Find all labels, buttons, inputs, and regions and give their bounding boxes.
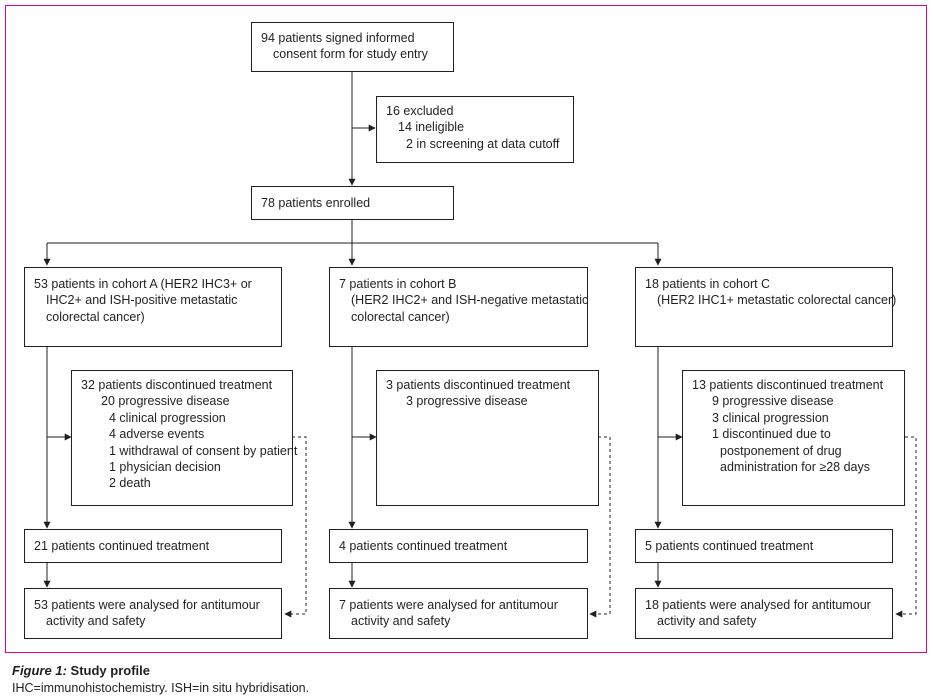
cohort-c-analysed-line-2: activity and safety — [657, 614, 757, 629]
consent-box: 94 patients signed informed consent form… — [251, 22, 454, 72]
consent-line-2: consent form for study entry — [273, 47, 428, 62]
excluded-ineligible: 14 ineligible — [398, 120, 465, 135]
cohort-a-reason: 20 progressive disease — [101, 394, 230, 409]
cohort-c-reason: administration for ≥28 days — [720, 460, 870, 475]
cohort-a-header-1: 53 patients in cohort A (HER2 IHC3+ or — [34, 277, 252, 291]
cohort-a-reason: 1 withdrawal of consent by patient — [109, 443, 298, 458]
consent-line-1: 94 patients signed informed — [261, 31, 415, 45]
cohort-b-header-2: (HER2 IHC2+ and ISH-negative metastatic — [351, 293, 589, 308]
cohort-b-analysed-box: 7 patients were analysed for antitumour … — [329, 588, 588, 639]
cohort-c-reason: postponement of drug — [720, 443, 842, 458]
excluded-in-screening: 2 in screening at data cutoff — [406, 136, 560, 151]
cohort-a-reason: 2 death — [109, 476, 151, 491]
cohort-b-analysed-line-1: 7 patients were analysed for antitumour — [339, 598, 558, 612]
cohort-b-continued-box: 4 patients continued treatment — [329, 529, 588, 563]
cohort-a-discontinued-total: 32 patients discontinued treatment — [81, 378, 273, 392]
cohort-c-discontinued-box: 13 patients discontinued treatment 9 pro… — [682, 370, 905, 506]
cohort-a-reason: 1 physician decision — [109, 460, 221, 475]
cohort-c-box: 18 patients in cohort C (HER2 IHC1+ meta… — [635, 267, 897, 347]
figure-caption-title: Figure 1: Study profile — [12, 663, 150, 678]
cohort-a-header-2: IHC2+ and ISH-positive metastatic — [46, 293, 238, 308]
cohort-c-header-1: 18 patients in cohort C — [645, 277, 771, 291]
cohort-c-continued-text: 5 patients continued treatment — [645, 539, 814, 553]
cohort-b-analysed-line-2: activity and safety — [351, 614, 451, 629]
cohort-a-reason: 4 clinical progression — [109, 410, 226, 425]
cohort-c-reason: 3 clinical progression — [712, 410, 829, 425]
cohort-b-box: 7 patients in cohort B (HER2 IHC2+ and I… — [329, 267, 588, 347]
cohort-b-header-1: 7 patients in cohort B — [339, 277, 457, 291]
figure-label: Figure 1: — [12, 663, 67, 678]
cohort-b-header-3: colorectal cancer) — [351, 309, 450, 324]
cohort-b-reason: 3 progressive disease — [406, 394, 528, 409]
cohort-a-dashed — [285, 436, 307, 615]
excluded-total: 16 excluded — [386, 104, 454, 118]
cohort-b-dashed — [590, 436, 611, 615]
cohort-b-continued-text: 4 patients continued treatment — [339, 539, 508, 553]
cohort-c-reason: 1 discontinued due to — [712, 427, 831, 442]
cohort-a-analysed-box: 53 patients were analysed for antitumour… — [24, 588, 282, 639]
cohort-a-discontinued-box: 32 patients discontinued treatment 20 pr… — [71, 370, 298, 506]
cohort-c-analysed-box: 18 patients were analysed for antitumour… — [635, 588, 893, 639]
cohort-c-analysed-line-1: 18 patients were analysed for antitumour — [645, 598, 871, 612]
excluded-box: 16 excluded 14 ineligible 2 in screening… — [376, 96, 574, 163]
cohort-b-discontinued-box: 3 patients discontinued treatment 3 prog… — [376, 370, 599, 506]
figure-frame — [5, 5, 927, 653]
cohort-b-discontinued-total: 3 patients discontinued treatment — [386, 378, 571, 392]
enrolled-box: 78 patients enrolled — [251, 186, 454, 220]
figure-caption-note: IHC=immunohistochemistry. ISH=in situ hy… — [12, 681, 310, 695]
cohort-c-continued-box: 5 patients continued treatment — [635, 529, 893, 563]
cohort-a-analysed-line-1: 53 patients were analysed for antitumour — [34, 598, 260, 612]
cohort-c-discontinued-total: 13 patients discontinued treatment — [692, 378, 884, 392]
cohort-c-dashed — [896, 436, 917, 615]
figure-title: Study profile — [70, 663, 150, 678]
cohort-a-analysed-line-2: activity and safety — [46, 614, 146, 629]
enrolled-text: 78 patients enrolled — [261, 196, 371, 210]
cohort-a-header-3: colorectal cancer) — [46, 309, 145, 324]
cohort-a-continued-text: 21 patients continued treatment — [34, 539, 210, 553]
cohort-a-reason: 4 adverse events — [109, 427, 205, 442]
cohort-a-box: 53 patients in cohort A (HER2 IHC3+ or I… — [24, 267, 282, 347]
cohort-c-header-2: (HER2 IHC1+ metastatic colorectal cancer… — [657, 293, 897, 308]
cohort-c-reason: 9 progressive disease — [712, 394, 834, 409]
cohort-a-continued-box: 21 patients continued treatment — [24, 529, 282, 563]
